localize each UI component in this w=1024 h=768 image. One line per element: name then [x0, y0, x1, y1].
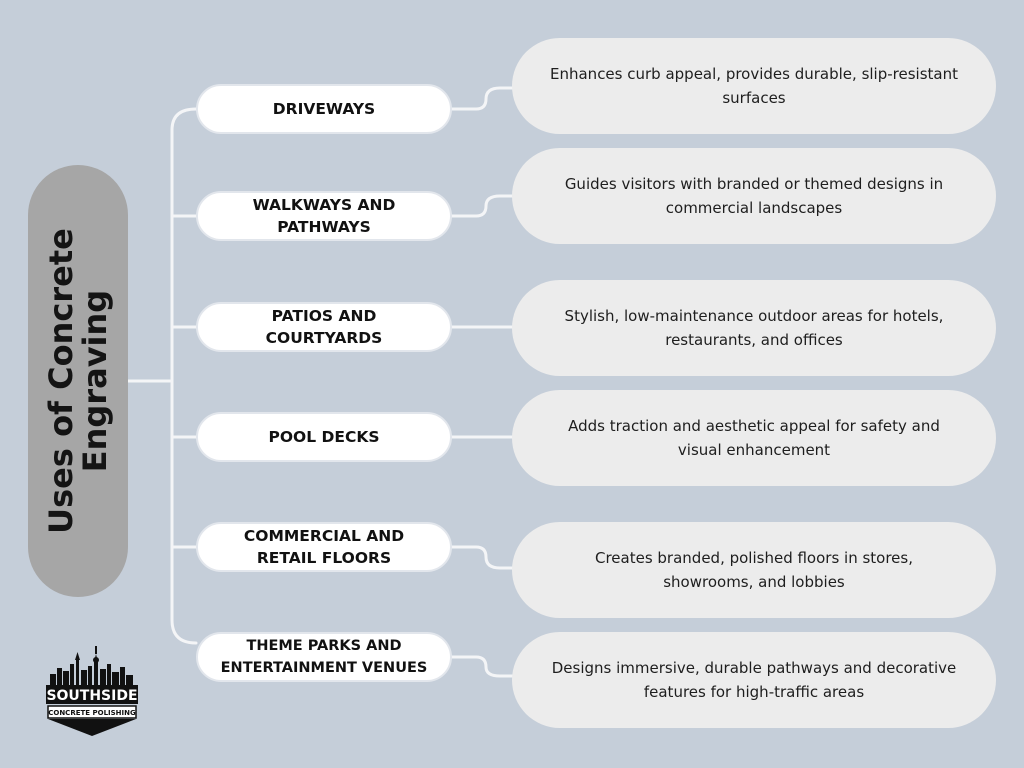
use-description-patios: Stylish, low-maintenance outdoor areas f…: [512, 280, 996, 376]
use-description-theme-parks: Designs immersive, durable pathways and …: [512, 632, 996, 728]
use-description-driveways: Enhances curb appeal, provides durable, …: [512, 38, 996, 134]
use-label-walkways: WALKWAYS AND PATHWAYS: [196, 191, 452, 241]
use-label-theme-parks: THEME PARKS AND ENTERTAINMENT VENUES: [196, 632, 452, 682]
logo-tagline: CONCRETE POLISHING: [48, 709, 136, 717]
title-pill: Uses of Concrete Engraving: [28, 165, 128, 597]
use-description-pool-decks: Adds traction and aesthetic appeal for s…: [512, 390, 996, 486]
use-description-commercial: Creates branded, polished floors in stor…: [512, 522, 996, 618]
use-label-patios: PATIOS AND COURTYARDS: [196, 302, 452, 352]
use-label-commercial: COMMERCIAL AND RETAIL FLOORS: [196, 522, 452, 572]
use-description-walkways: Guides visitors with branded or themed d…: [512, 148, 996, 244]
logo-name: SOUTHSIDE: [46, 688, 137, 704]
city-skyline-icon: [50, 646, 133, 686]
southside-logo: SOUTHSIDE CONCRETE POLISHING: [46, 646, 138, 736]
diagram-title: Uses of Concrete Engraving: [42, 228, 114, 534]
use-label-pool-decks: POOL DECKS: [196, 412, 452, 462]
use-label-driveways: DRIVEWAYS: [196, 84, 452, 134]
